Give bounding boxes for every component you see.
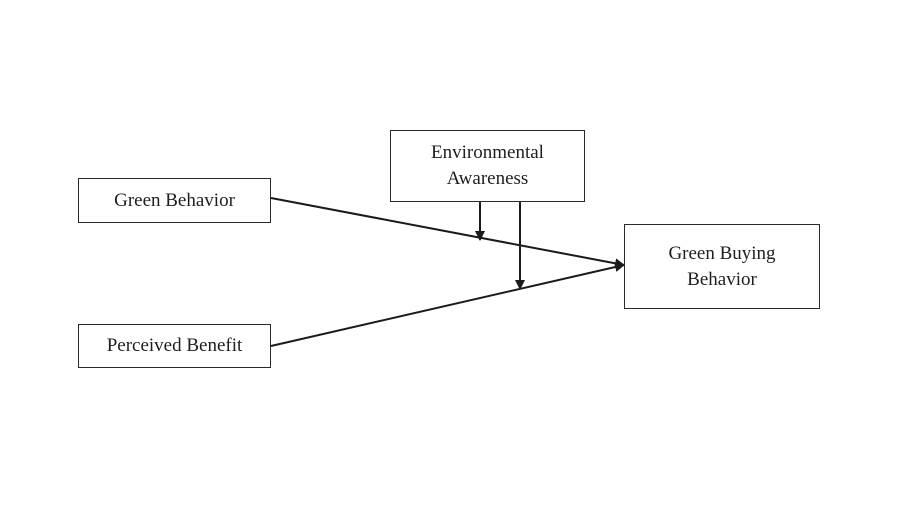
node-green-behavior: Green Behavior — [78, 178, 271, 223]
node-environmental-awareness: Environmental Awareness — [390, 130, 585, 202]
edge-green-behavior-to-green-buying-behavior — [270, 197, 625, 269]
node-green-buying-behavior: Green Buying Behavior — [624, 224, 820, 309]
node-perceived-benefit-label: Perceived Benefit — [106, 335, 243, 356]
node-environmental-awareness-label: Environmental Awareness — [431, 142, 544, 189]
node-green-buying-behavior-label: Green Buying Behavior — [668, 242, 776, 290]
node-green-behavior-label: Green Behavior — [114, 189, 235, 211]
edge-perceived-benefit-to-green-buying-behavior — [270, 262, 625, 347]
node-perceived-benefit: Perceived Benefit — [78, 324, 271, 368]
